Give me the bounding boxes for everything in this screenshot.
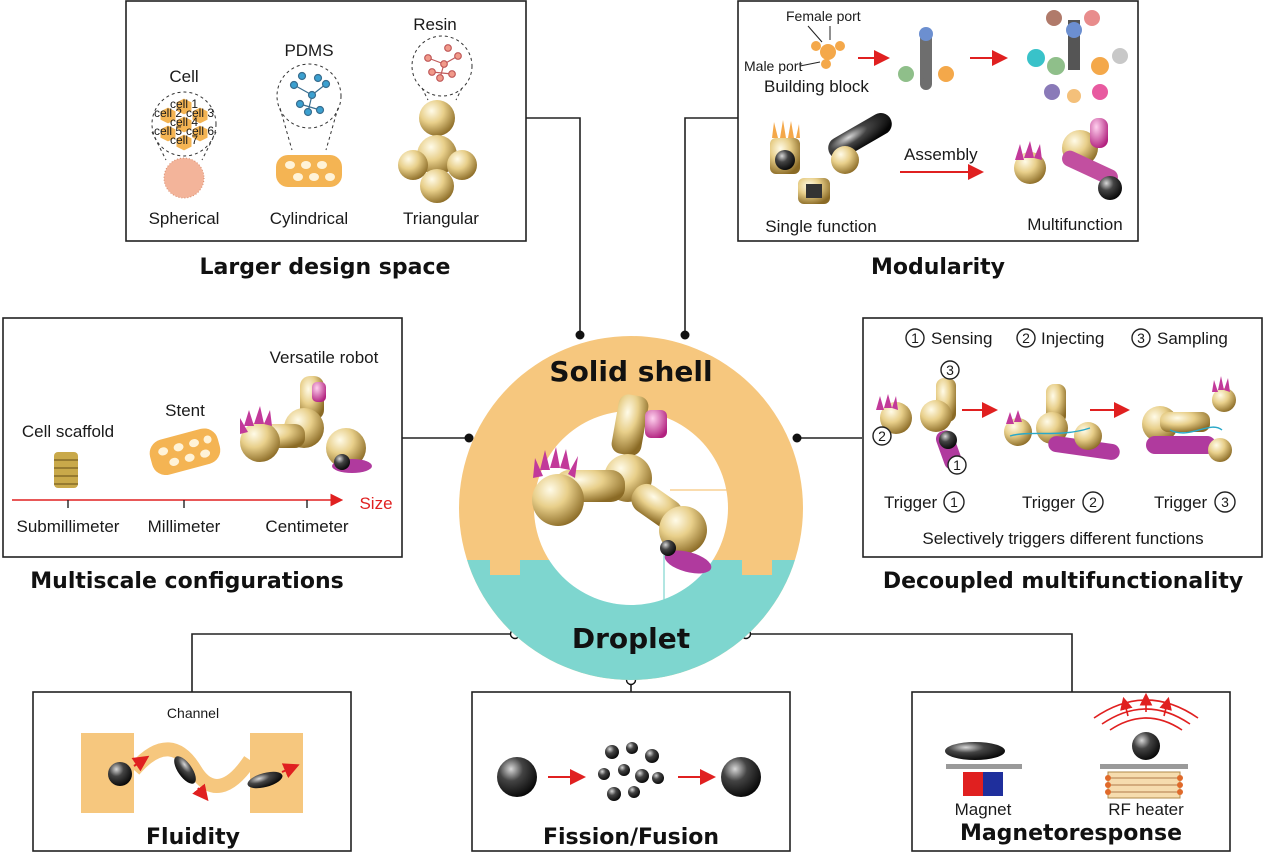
cell-scaffold-label: Cell scaffold xyxy=(22,422,114,441)
cell-hex-label: cell 7 xyxy=(170,133,198,147)
central-robot-illustration xyxy=(532,394,738,610)
magnet-n-pole xyxy=(963,772,983,796)
injecting-label: Injecting xyxy=(1041,329,1104,348)
resin-inset-label: Resin xyxy=(413,15,456,34)
function-num: 1 xyxy=(911,330,919,346)
triangular-label: Triangular xyxy=(403,209,479,228)
trigger-num: 1 xyxy=(950,494,958,510)
state-1-marker: 2 xyxy=(878,428,886,444)
solid-shell-label: Solid shell xyxy=(549,355,712,388)
two-block-assembly-icon xyxy=(898,27,954,90)
center-ring: Solid shell Droplet xyxy=(459,336,803,680)
centimeter-label: Centimeter xyxy=(265,517,348,536)
fluidity-panel: Channel Fluidity xyxy=(32,691,352,852)
rf-heater-label: RF heater xyxy=(1108,800,1184,819)
single-function-label: Single function xyxy=(765,217,877,236)
modularity-panel: Female port Male port Building block xyxy=(737,0,1139,242)
building-block-icon xyxy=(811,41,845,69)
multifunction-robot xyxy=(1014,118,1122,200)
stent-label: Stent xyxy=(165,401,205,420)
function-num: 2 xyxy=(1022,330,1030,346)
trigger-num: 3 xyxy=(1221,494,1229,510)
submillimeter-label: Submillimeter xyxy=(17,517,120,536)
small-droplets xyxy=(598,742,664,801)
assembly-label: Assembly xyxy=(904,145,978,164)
cell-hex-label: cell 1 xyxy=(170,97,198,111)
size-axis xyxy=(12,493,344,508)
magnet-label: Magnet xyxy=(955,800,1012,819)
cell-inset: cell 1 cell 2 cell 3 cell 4 cell 5 cell … xyxy=(151,91,217,199)
sensing-label: Sensing xyxy=(931,329,992,348)
trigger-labels: Trigger 1 Trigger 2 Trigger 3 xyxy=(884,491,1236,513)
design-space-title: Larger design space xyxy=(200,255,451,280)
cell-hex-label: cell 6 xyxy=(186,124,214,138)
modularity-title: Modularity xyxy=(871,255,1005,280)
function-legend: 1 Sensing 2 Injecting 3 Sampling xyxy=(905,328,1228,348)
versatile-robot-label: Versatile robot xyxy=(270,348,379,367)
droplet-label: Droplet xyxy=(572,622,690,655)
state-1-marker: 3 xyxy=(946,362,954,378)
building-block-label: Building block xyxy=(764,77,869,96)
resin-inset xyxy=(398,35,477,203)
male-port-label: Male port xyxy=(744,58,802,74)
multifunction-label: Multifunction xyxy=(1027,215,1122,234)
trigger-label: Trigger xyxy=(884,493,938,512)
sampling-label: Sampling xyxy=(1157,329,1228,348)
cell-hex-label: cell 4 xyxy=(170,115,198,129)
cylindrical-stent xyxy=(276,155,342,187)
multiscale-panel: Versatile robot Stent Cell scaffold xyxy=(2,317,403,558)
pdms-inset-label: PDMS xyxy=(284,41,333,60)
female-port-label: Female port xyxy=(786,8,861,24)
magnet-s-pole xyxy=(983,772,1003,796)
fluidity-title: Fluidity xyxy=(146,825,240,850)
trigger-num: 2 xyxy=(1089,494,1097,510)
robot-state-2 xyxy=(1004,384,1120,460)
pdms-inset xyxy=(276,63,342,187)
decoupled-panel: 1 Sensing 2 Injecting 3 Sampling 3 2 1 xyxy=(862,317,1263,558)
spherical-label: Spherical xyxy=(149,209,220,228)
state-1-marker: 1 xyxy=(953,457,961,473)
trigger-label: Trigger xyxy=(1022,493,1076,512)
multi-block-assembly-icon xyxy=(1027,10,1128,103)
magnetoresponse-panel: Magnet RF heater Magnetoresponse xyxy=(911,691,1231,852)
robot-state-1: 3 2 1 xyxy=(872,360,967,475)
spherical-scaffold xyxy=(164,158,204,198)
size-axis-label: Size xyxy=(359,494,392,513)
millimeter-label: Millimeter xyxy=(148,517,221,536)
magnetoresponse-title: Magnetoresponse xyxy=(960,821,1182,846)
triangular-robot xyxy=(398,100,477,203)
stent-illustration xyxy=(149,428,221,476)
design-space-panel: Cell PDMS Resin cell 1 cell 2 cell 3 cel… xyxy=(125,0,527,242)
trigger-label: Trigger xyxy=(1154,493,1208,512)
robot-state-3 xyxy=(1142,376,1236,462)
versatile-robot-illustration xyxy=(240,376,372,473)
fission-fusion-panel: Fission/Fusion xyxy=(471,691,791,852)
cell-hex-label: cell 2 xyxy=(154,106,182,120)
cylindrical-label: Cylindrical xyxy=(270,209,348,228)
cell-hex-label: cell 5 xyxy=(154,124,182,138)
channel-label: Channel xyxy=(167,705,219,721)
heat-waves xyxy=(1093,692,1199,731)
cell-scaffold-illustration xyxy=(54,452,78,488)
function-num: 3 xyxy=(1137,330,1145,346)
decoupled-title: Decoupled multifunctionality xyxy=(883,569,1243,594)
decoupled-caption: Selectively triggers different functions xyxy=(922,529,1203,548)
multiscale-title: Multiscale configurations xyxy=(30,569,343,594)
single-function-modules xyxy=(770,113,892,204)
fission-fusion-title: Fission/Fusion xyxy=(543,825,719,850)
cell-hex-label: cell 3 xyxy=(186,106,214,120)
cell-inset-label: Cell xyxy=(169,67,198,86)
